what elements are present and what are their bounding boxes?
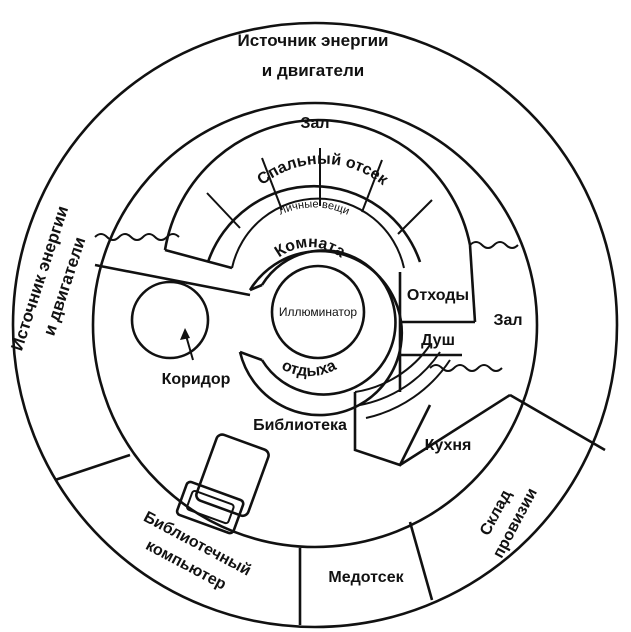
lower-left-radial-wall — [54, 453, 131, 482]
label-waste: Отходы — [407, 287, 469, 304]
left-wavy-connector — [94, 233, 180, 241]
sleeping-outer-arc — [163, 118, 472, 251]
sleeping-divider — [397, 199, 433, 235]
label-kitchen: Кухня — [425, 437, 472, 454]
storage-radial-wall — [509, 393, 606, 452]
label-room-top: Комната — [272, 234, 348, 261]
label-porthole: Иллюминатор — [279, 305, 358, 319]
waste-right-wall — [468, 244, 477, 323]
porthole-circle — [270, 264, 366, 360]
label-medbay: Медотсек — [328, 569, 404, 586]
label-computer: Библиотечный компьютер — [141, 509, 254, 594]
label-power-top-1: Источник энергии — [237, 31, 388, 50]
right-wavy-connector-bottom — [429, 364, 503, 372]
library-shelf-arc — [354, 344, 431, 393]
label-power-top-2: и двигатели — [262, 61, 364, 80]
label-hall-right: Зал — [493, 312, 522, 329]
corridor-arrowhead-icon — [180, 328, 190, 340]
kitchen-storage-wall — [399, 393, 511, 467]
label-room-bottom: отдыха — [279, 357, 339, 380]
personal-items-arc — [231, 197, 405, 269]
right-wavy-connector-top — [469, 241, 519, 249]
library-computer-keyboard — [175, 480, 245, 535]
label-corridor: Коридор — [162, 371, 231, 388]
library-computer-keyboard-inner — [186, 489, 235, 525]
lounge-end-top — [249, 283, 263, 292]
sleeping-divider — [261, 157, 283, 211]
label-hall-top: Зал — [300, 115, 329, 132]
sleeping-divider — [206, 192, 241, 229]
label-power-left: Источник энергии и двигатели — [7, 204, 89, 354]
middle-ring — [91, 101, 539, 549]
kitchen-outline — [353, 392, 432, 467]
label-storage: Склад провизии — [477, 485, 541, 561]
left-wall — [94, 263, 251, 297]
library-computer-screen — [195, 433, 270, 518]
sleeping-divider — [361, 159, 383, 213]
library-shelf-arc — [365, 359, 451, 419]
outer-hull-ring — [11, 21, 619, 629]
left-wall — [164, 248, 233, 270]
label-shower: Душ — [421, 332, 455, 349]
sleeping-middle-arc — [206, 184, 422, 263]
library-shelf-arc — [359, 351, 441, 406]
medbay-right-wall — [408, 521, 434, 601]
label-library: Библиотека — [253, 417, 347, 434]
corridor-shaft-circle — [130, 280, 210, 360]
lounge-outer-arc — [238, 249, 404, 417]
lounge-end-bottom — [239, 350, 263, 362]
label-sleeping: Спальный отсек — [254, 151, 391, 189]
